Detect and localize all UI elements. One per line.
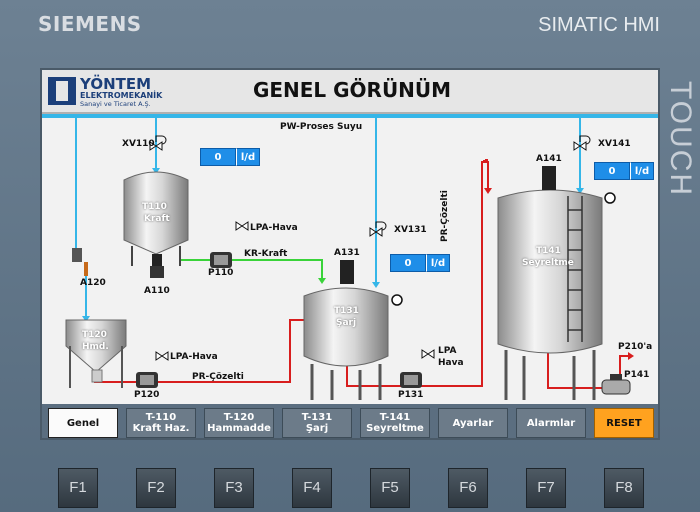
valve-label-xv131: XV131: [394, 225, 427, 235]
flow-display-xv131[interactable]: 0 l/d: [390, 254, 450, 272]
logo-name: YÖNTEM: [80, 75, 152, 93]
tank-name-t131[interactable]: Şarj: [336, 318, 357, 328]
motor-label-a141: A141: [536, 154, 562, 164]
motor-label-a131: A131: [334, 248, 360, 258]
line-label-lpa: LPA: [438, 346, 457, 356]
valve-label-xv141: XV141: [598, 139, 631, 149]
line-label-lpa: LPA-Hava: [250, 223, 298, 233]
line-label-lpa: LPA-Hava: [170, 352, 218, 362]
arrow-icon: [82, 316, 90, 322]
nav-button-t131[interactable]: T-131 Şarj: [282, 408, 352, 438]
flow-unit: l/d: [630, 162, 654, 180]
arrow-icon: [152, 168, 160, 174]
pump-icon: [400, 372, 422, 388]
nav-button-settings[interactable]: Ayarlar: [438, 408, 508, 438]
flow-unit: l/d: [236, 148, 260, 166]
f6-key[interactable]: F6: [448, 468, 488, 508]
logo-mark-icon: [48, 77, 76, 105]
f5-key[interactable]: F5: [370, 468, 410, 508]
f3-key[interactable]: F3: [214, 468, 254, 508]
line-label-p210: P210'a: [618, 342, 653, 352]
tank-name-t141[interactable]: Seyreltme: [522, 258, 574, 268]
brand-logo: SIEMENS: [38, 12, 142, 36]
hmi-screen: YÖNTEM ELEKTROMEKANİK Sanayi ve Ticaret …: [40, 68, 660, 440]
valve-icon: [155, 351, 169, 361]
tank-id-t141[interactable]: T141: [536, 246, 561, 256]
flow-display-xv141[interactable]: 0 l/d: [594, 162, 654, 180]
tank-id-t110[interactable]: T110: [142, 202, 167, 212]
valve-icon: [369, 221, 387, 237]
tank-id-t120[interactable]: T120: [82, 330, 107, 340]
pump-label-p131: P131: [398, 390, 424, 400]
logo-subtitle: ELEKTROMEKANİK: [80, 91, 163, 100]
kraft-line: [180, 259, 323, 278]
tank-name-t110[interactable]: Kraft: [144, 214, 170, 224]
flow-unit: l/d: [426, 254, 450, 272]
touch-label: TOUCH: [664, 80, 698, 198]
tank-t110: [123, 171, 189, 278]
valve-icon: [235, 221, 249, 231]
flow-display-xv110[interactable]: 0 l/d: [200, 148, 260, 166]
pump-label-p141: P141: [624, 370, 650, 380]
arrow-icon: [576, 188, 584, 194]
valve-icon: [421, 349, 435, 359]
nav-button-genel[interactable]: Genel: [48, 408, 118, 438]
tank-id-t131[interactable]: T131: [334, 306, 359, 316]
pump-label-p120: P120: [134, 390, 160, 400]
tank-t120: [65, 248, 127, 388]
flow-value: 0: [594, 162, 630, 180]
page-title: GENEL GÖRÜNÜM: [252, 78, 452, 102]
company-logo: YÖNTEM ELEKTROMEKANİK Sanayi ve Ticaret …: [48, 75, 178, 109]
line-label-pr-cozelti-vertical: PR-Çözelti: [440, 190, 450, 242]
valve-label-xv110: XV110: [122, 139, 155, 149]
arrow-icon: [372, 282, 380, 288]
nav-bar: Genel T-110 Kraft Haz. T-120 Hammadde T-…: [42, 404, 658, 438]
flow-value: 0: [200, 148, 236, 166]
product-name: SIMATIC HMI: [538, 14, 660, 36]
header-bar: YÖNTEM ELEKTROMEKANİK Sanayi ve Ticaret …: [42, 70, 658, 114]
flow-value: 0: [390, 254, 426, 272]
pump-icon: [210, 252, 232, 268]
arrow-icon: [318, 278, 326, 284]
f8-key[interactable]: F8: [604, 468, 644, 508]
reset-button[interactable]: RESET: [594, 408, 654, 438]
arrow-icon: [484, 188, 492, 194]
tank-name-t120[interactable]: Hmd.: [82, 342, 109, 352]
f7-key[interactable]: F7: [526, 468, 566, 508]
motor-label-a120: A120: [80, 278, 106, 288]
line-label-hava: Hava: [438, 358, 464, 368]
pump-icon: [136, 372, 158, 388]
valve-icon: [149, 135, 167, 151]
process-diagram: [65, 118, 634, 400]
tank-t141: [497, 166, 616, 400]
solution-lines: [94, 159, 628, 389]
tank-t131: [303, 260, 403, 400]
logo-tagline: Sanayi ve Ticaret A.Ş.: [80, 100, 151, 108]
nav-button-t120[interactable]: T-120 Hammadde: [204, 408, 274, 438]
pump-icon: [601, 374, 631, 395]
pump-label-p110: P110: [208, 268, 234, 278]
line-label-kr-kraft: KR-Kraft: [244, 249, 288, 259]
supply-label: PW-Proses Suyu: [280, 122, 363, 132]
motor-label-a110: A110: [144, 286, 170, 296]
nav-button-t110[interactable]: T-110 Kraft Haz.: [126, 408, 196, 438]
nav-button-t141[interactable]: T-141 Seyreltme: [360, 408, 430, 438]
line-label-pr-cozelti: PR-Çözelti: [192, 372, 244, 382]
f4-key[interactable]: F4: [292, 468, 332, 508]
f1-key[interactable]: F1: [58, 468, 98, 508]
water-lines: [75, 118, 581, 316]
water-supply-line: [42, 114, 658, 118]
valve-icon: [573, 135, 591, 151]
arrow-icon: [628, 352, 634, 360]
f2-key[interactable]: F2: [136, 468, 176, 508]
nav-button-alarms[interactable]: Alarmlar: [516, 408, 586, 438]
